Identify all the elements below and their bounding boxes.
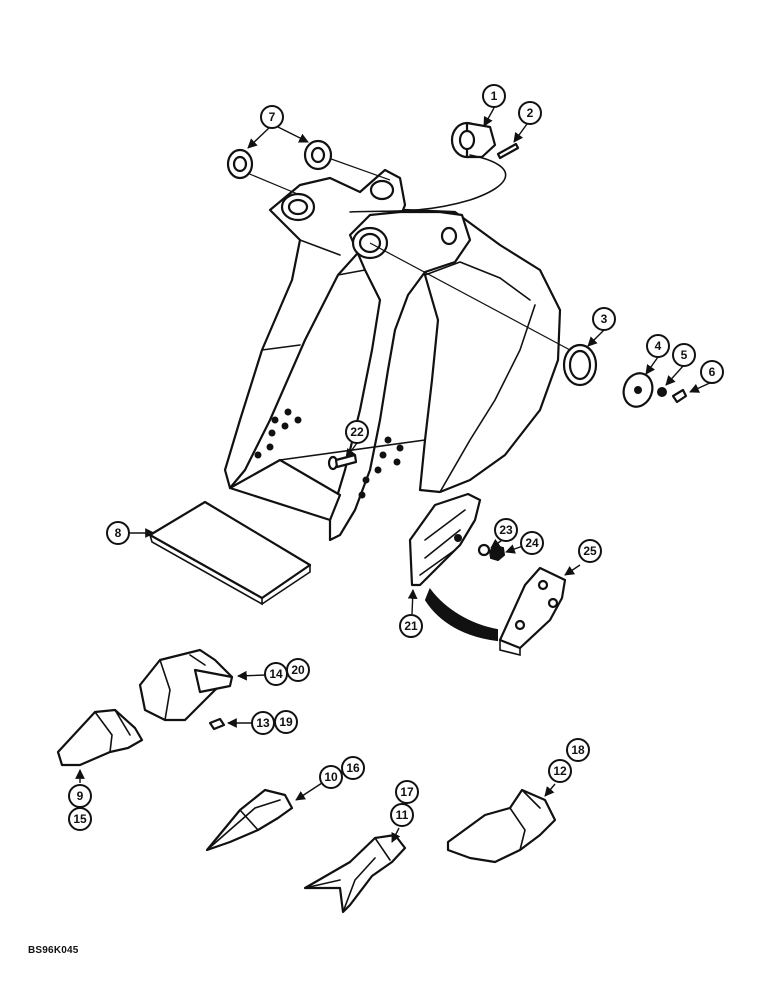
flip-arrow (424, 587, 498, 642)
svg-text:3: 3 (601, 312, 608, 326)
callout-11: 11 (390, 803, 414, 827)
svg-text:17: 17 (400, 785, 414, 799)
callout-15: 15 (68, 807, 92, 831)
callout-1: 1 (482, 84, 506, 108)
callout-23: 23 (494, 518, 518, 542)
part-11-tooth (303, 833, 407, 914)
svg-text:5: 5 (681, 348, 688, 362)
pin-axis-line (369, 242, 571, 351)
pin-axis-line (239, 169, 301, 196)
svg-text:9: 9 (77, 789, 84, 803)
callout-20: 20 (286, 658, 310, 682)
part-24-nut (488, 544, 506, 562)
svg-text:1: 1 (491, 89, 498, 103)
svg-text:22: 22 (350, 425, 364, 439)
svg-text:20: 20 (291, 663, 305, 677)
part-10-tooth (205, 788, 294, 852)
svg-text:23: 23 (499, 523, 513, 537)
part-6-bolt (671, 388, 688, 404)
part-14-adapter (138, 648, 234, 722)
callout-8: 8 (106, 521, 130, 545)
svg-text:13: 13 (256, 716, 270, 730)
part-9-tooth (56, 708, 144, 767)
callout-3: 3 (592, 307, 616, 331)
part-8-wear-plate (148, 500, 312, 606)
callout-13: 13 (251, 711, 275, 735)
callout-9: 9 (68, 784, 92, 808)
callout-6: 6 (700, 360, 724, 384)
svg-text:21: 21 (404, 619, 418, 633)
leaders (75, 107, 713, 843)
callout-4: 4 (646, 334, 670, 358)
part-3-shim (562, 343, 598, 387)
callout-25: 25 (578, 539, 602, 563)
figure-code: BS96K045 (28, 945, 79, 956)
svg-text:7: 7 (269, 110, 276, 124)
svg-text:16: 16 (346, 761, 360, 775)
callout-18: 18 (566, 738, 590, 762)
svg-text:18: 18 (571, 743, 585, 757)
callout-16: 16 (341, 756, 365, 780)
pin-axis-line (319, 154, 391, 181)
part-7-bushings (226, 139, 333, 180)
svg-text:4: 4 (655, 339, 662, 353)
callout-5: 5 (672, 343, 696, 367)
svg-text:6: 6 (709, 365, 716, 379)
svg-text:15: 15 (73, 812, 87, 826)
part-2-cotter (496, 142, 520, 160)
callout-17: 17 (395, 780, 419, 804)
callout-2: 2 (518, 101, 542, 125)
svg-text:14: 14 (269, 667, 283, 681)
part-21-side-cutter (408, 492, 482, 587)
callout-22: 22 (345, 420, 369, 444)
callout-12: 12 (548, 759, 572, 783)
part-23-washer (477, 543, 491, 557)
part-13-pin (208, 717, 226, 731)
svg-text:2: 2 (527, 106, 534, 120)
svg-text:12: 12 (553, 764, 567, 778)
callout-10: 10 (319, 765, 343, 789)
svg-text:11: 11 (396, 808, 409, 822)
part-5-lockwasher (657, 387, 667, 397)
svg-text:19: 19 (279, 715, 293, 729)
callout-24: 24 (520, 531, 544, 555)
svg-text:10: 10 (324, 770, 338, 784)
bucket-body (223, 168, 562, 542)
part-4-washer (622, 372, 654, 408)
svg-text:25: 25 (583, 544, 597, 558)
callout-21: 21 (399, 614, 423, 638)
part-12-tooth (446, 788, 557, 864)
callout-7: 7 (260, 105, 284, 129)
svg-text:24: 24 (525, 536, 539, 550)
callout-19: 19 (274, 710, 298, 734)
part-1-pin (349, 121, 507, 213)
svg-text:8: 8 (115, 526, 122, 540)
part-25-side-cutter (498, 566, 567, 657)
callout-14: 14 (264, 662, 288, 686)
